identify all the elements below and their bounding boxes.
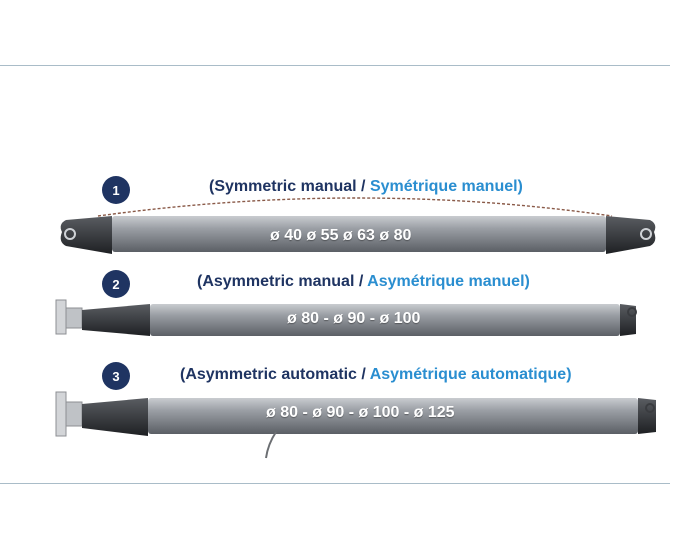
caption-english: (Symmetric manual: [209, 178, 357, 195]
caption-english: (Asymmetric automatic: [180, 366, 357, 383]
item-number: 2: [112, 276, 120, 292]
caption-separator: /: [356, 178, 370, 195]
product-symmetric-manual: 1 (Symmetric manual / Symétrique manuel): [0, 172, 675, 257]
diameter-label: ø 80 - ø 90 - ø 100: [287, 310, 421, 327]
asymmetric-manual-gear-tube-image: [55, 299, 637, 336]
item-number-badge: 3: [102, 362, 130, 390]
product-caption: (Symmetric manual / Symétrique manuel): [209, 178, 523, 196]
item-number-badge: 1: [102, 176, 130, 204]
caption-separator: /: [356, 366, 370, 383]
top-divider: [0, 65, 670, 66]
caption-separator: /: [354, 273, 368, 290]
item-number-badge: 2: [102, 270, 130, 298]
asymmetric-automatic-gear-tube-image: [55, 391, 656, 459]
product-asymmetric-manual: 2 (Asymmetric manual / Asymétrique manue…: [0, 270, 675, 340]
product-caption: (Asymmetric automatic / Asymétrique auto…: [180, 366, 572, 384]
diameter-label: ø 40 ø 55 ø 63 ø 80: [270, 227, 412, 244]
caption-french: Symétrique manuel): [369, 178, 523, 195]
diameter-label: ø 80 - ø 90 - ø 100 - ø 125: [266, 404, 455, 421]
symmetric-gear-tube-image: [60, 197, 656, 254]
caption-french: Asymétrique automatique): [369, 366, 572, 383]
product-caption: (Asymmetric manual / Asymétrique manuel): [197, 273, 530, 291]
caption-french: Asymétrique manuel): [367, 273, 530, 290]
bottom-divider: [0, 483, 670, 484]
item-number: 3: [112, 368, 120, 384]
product-asymmetric-automatic: 3 (Asymmetric automatic / Asymétrique au…: [0, 362, 675, 462]
caption-english: (Asymmetric manual: [197, 273, 355, 290]
item-number: 1: [112, 182, 120, 198]
